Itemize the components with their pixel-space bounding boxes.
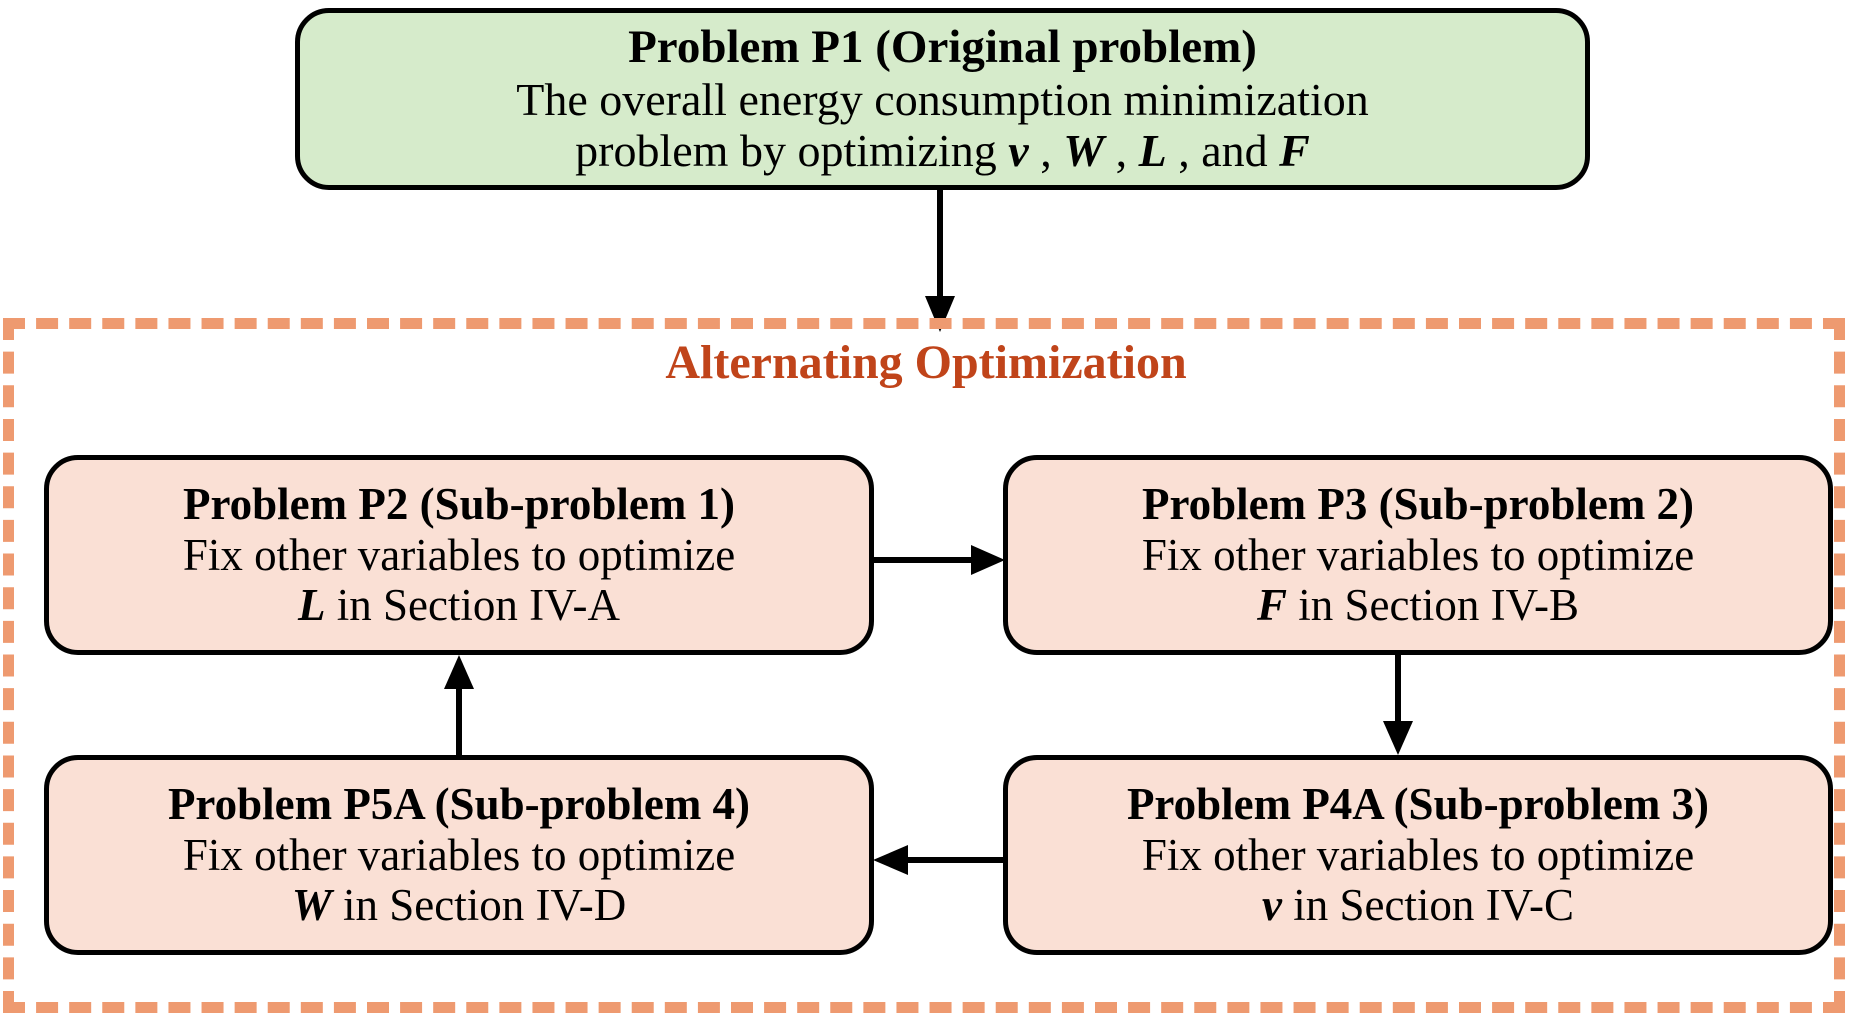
problem-p1-variable-l: L <box>1138 125 1167 177</box>
problem-p4a-box: Problem P4A (Sub-problem 3) Fix other va… <box>1003 755 1833 955</box>
problem-p1-sep-3: , and <box>1166 125 1280 177</box>
problem-p1-line3: problem by optimizing v , W , L , and F <box>575 125 1310 177</box>
problem-p4a-line2: Fix other variables to optimize <box>1141 829 1695 880</box>
alternating-optimization-region <box>3 318 1845 1013</box>
problem-p2-variable-l: L <box>297 580 326 631</box>
problem-p2-title: Problem P2 (Sub-problem 1) <box>182 479 736 530</box>
problem-p4a-variable-v: v <box>1261 880 1282 931</box>
problem-p3-box: Problem P3 (Sub-problem 2) Fix other var… <box>1003 455 1833 655</box>
problem-p1-line3-prefix: problem by optimizing <box>575 125 1009 177</box>
problem-p1-sep-1: , <box>1028 125 1064 177</box>
problem-p1-variable-f: F <box>1279 125 1310 177</box>
problem-p4a-title: Problem P4A (Sub-problem 3) <box>1126 779 1710 830</box>
problem-p3-title: Problem P3 (Sub-problem 2) <box>1141 479 1695 530</box>
problem-p3-variable-f: F <box>1256 580 1287 631</box>
problem-p2-box: Problem P2 (Sub-problem 1) Fix other var… <box>44 455 874 655</box>
problem-p1-variable-w: W <box>1063 125 1105 177</box>
problem-p4a-section-ref: in Section IV-C <box>1281 880 1575 931</box>
problem-p1-box: Problem P1 (Original problem) The overal… <box>295 8 1590 190</box>
problem-p1-title: Problem P1 (Original problem) <box>628 21 1257 74</box>
problem-p1-variable-v: v <box>1008 125 1029 177</box>
problem-p3-section-ref: in Section IV-B <box>1286 580 1580 631</box>
problem-p5a-title: Problem P5A (Sub-problem 4) <box>167 779 751 830</box>
alternating-optimization-title: Alternating Optimization <box>665 336 1187 389</box>
problem-p2-line2: Fix other variables to optimize <box>182 529 736 580</box>
problem-p4a-line3: v in Section IV-C <box>1262 880 1574 930</box>
problem-p3-line2: Fix other variables to optimize <box>1141 529 1695 580</box>
problem-p2-line3: L in Section IV-A <box>298 580 620 630</box>
problem-p5a-section-ref: in Section IV-D <box>331 880 627 931</box>
problem-p1-line2: The overall energy consumption minimizat… <box>516 73 1369 125</box>
problem-p5a-box: Problem P5A (Sub-problem 4) Fix other va… <box>44 755 874 955</box>
problem-p5a-line2: Fix other variables to optimize <box>182 829 736 880</box>
problem-p5a-variable-w: W <box>291 880 332 931</box>
problem-p3-line3: F in Section IV-B <box>1257 580 1579 630</box>
problem-p5a-line3: W in Section IV-D <box>292 880 627 930</box>
problem-p2-section-ref: in Section IV-A <box>325 580 621 631</box>
problem-p1-sep-2: , <box>1104 125 1139 177</box>
